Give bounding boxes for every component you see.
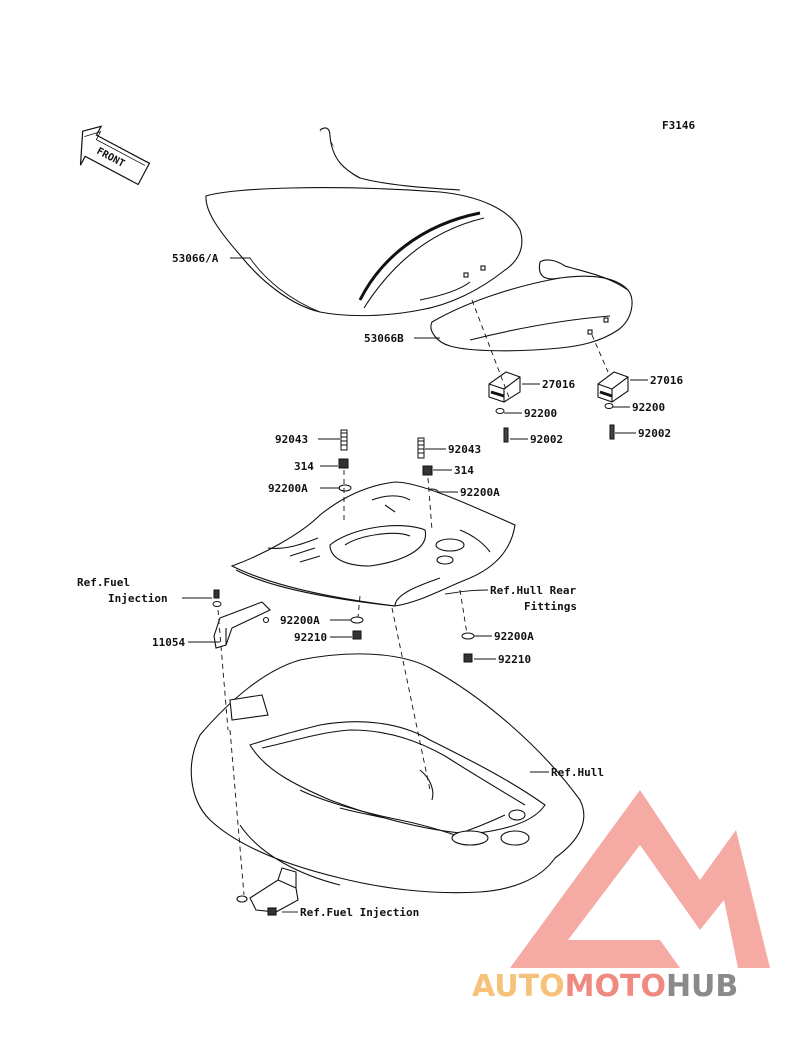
label-nut-lower-right: 92210 bbox=[498, 653, 531, 666]
bracket-drawing bbox=[213, 601, 271, 649]
label-nut-right: 314 bbox=[454, 464, 474, 477]
leader-lines bbox=[182, 257, 648, 913]
rear-fittings-drawing bbox=[230, 481, 516, 607]
watermark-text: AUTOMOTOHUB bbox=[472, 969, 738, 1004]
label-bracket: 11054 bbox=[152, 636, 185, 649]
label-nut-lower-left: 92210 bbox=[294, 631, 327, 644]
figure-code: F3146 bbox=[662, 119, 695, 132]
label-ref-hull: Ref.Hull bbox=[551, 766, 604, 779]
part-labels: 53066/A 53066B 27016 27016 92200 92200 9… bbox=[77, 252, 683, 919]
label-cushion-right: 27016 bbox=[650, 374, 683, 387]
watermark-part-auto: AUTO bbox=[472, 969, 565, 1004]
label-cushion-left: 27016 bbox=[542, 378, 575, 391]
rear-seat-drawing bbox=[430, 259, 633, 352]
cushion-right-drawing bbox=[597, 371, 629, 403]
label-seat-front: 53066/A bbox=[172, 252, 219, 265]
label-washer-a-lower-right: 92200A bbox=[494, 630, 534, 643]
label-bolt-left-top: 92002 bbox=[530, 433, 563, 446]
label-washer-a-left: 92200A bbox=[268, 482, 308, 495]
watermark-logo-icon bbox=[510, 790, 770, 968]
label-washer-left-top: 92200 bbox=[524, 407, 557, 420]
fuel-injection-bracket-drawing bbox=[236, 867, 299, 916]
label-seat-rear: 53066B bbox=[364, 332, 404, 345]
label-nut-left: 314 bbox=[294, 460, 314, 473]
label-washer-a-lower-left: 92200A bbox=[280, 614, 320, 627]
cushion-left-drawing bbox=[488, 371, 521, 403]
label-ref-fuel-injection-top-2: Injection bbox=[108, 592, 168, 605]
label-ref-fuel-injection-top-1: Ref.Fuel bbox=[77, 576, 130, 589]
label-washer-right-top: 92200 bbox=[632, 401, 665, 414]
label-ref-fuel-injection-bottom: Ref.Fuel Injection bbox=[300, 906, 419, 919]
label-ref-hull-rear-1: Ref.Hull Rear bbox=[490, 584, 576, 597]
hull-drawing bbox=[190, 653, 585, 894]
label-stud-left: 92043 bbox=[275, 433, 308, 446]
watermark-part-hub: HUB bbox=[666, 969, 738, 1004]
front-arrow-icon: FRONT bbox=[79, 125, 151, 186]
label-ref-hull-rear-2: Fittings bbox=[524, 600, 577, 613]
label-washer-a-right: 92200A bbox=[460, 486, 500, 499]
label-stud-right: 92043 bbox=[448, 443, 481, 456]
label-bolt-right-top: 92002 bbox=[638, 427, 671, 440]
hardware-drawing bbox=[212, 403, 615, 663]
watermark-part-moto: MOTO bbox=[565, 969, 666, 1004]
front-seat-drawing bbox=[205, 127, 523, 317]
